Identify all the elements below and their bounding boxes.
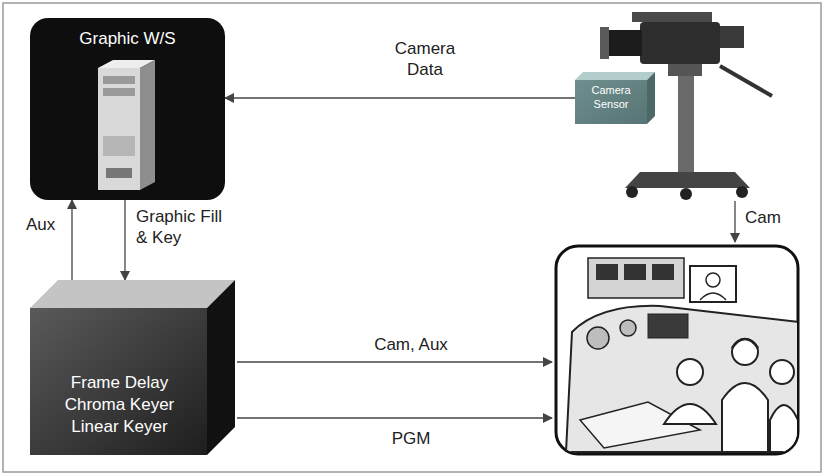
box-front [30, 308, 207, 455]
edge-label: Aux [26, 214, 70, 235]
box-side [207, 280, 235, 455]
signal-label: Cam, Aux [356, 334, 466, 355]
control-room-picture [556, 246, 800, 454]
box-top [575, 72, 655, 80]
node-text: Graphic W/S [38, 28, 217, 50]
box-front [575, 80, 647, 124]
node-shape [575, 72, 655, 124]
box-side [647, 72, 655, 124]
node-text: Chroma Keyer [34, 394, 205, 416]
cam-signal-arrow [734, 201, 735, 242]
computer-tower [98, 60, 155, 190]
node-text: Frame Delay [34, 372, 205, 394]
workstation-box: Graphic W/S [30, 18, 225, 200]
signal-connector [124, 200, 125, 280]
signal-label: PGM [356, 428, 466, 449]
pgm-signal-arrow [237, 417, 552, 418]
signal-label: Cam [745, 207, 805, 228]
keyer-box: Frame DelayChroma KeyerLinear Keyer [30, 280, 235, 455]
node-text: Linear Keyer [34, 416, 205, 438]
sensor-box: Camera Sensor [575, 72, 655, 124]
box-top [30, 280, 235, 308]
node-text: Camera Sensor [578, 83, 644, 112]
outer-frame [3, 3, 821, 472]
edge-label: Graphic Fill & Key [136, 206, 236, 249]
edge-label: Camera Data [382, 38, 468, 81]
signal-connector [225, 97, 575, 98]
cam-aux-signal-arrow [237, 361, 552, 362]
signal-connector [71, 200, 72, 280]
